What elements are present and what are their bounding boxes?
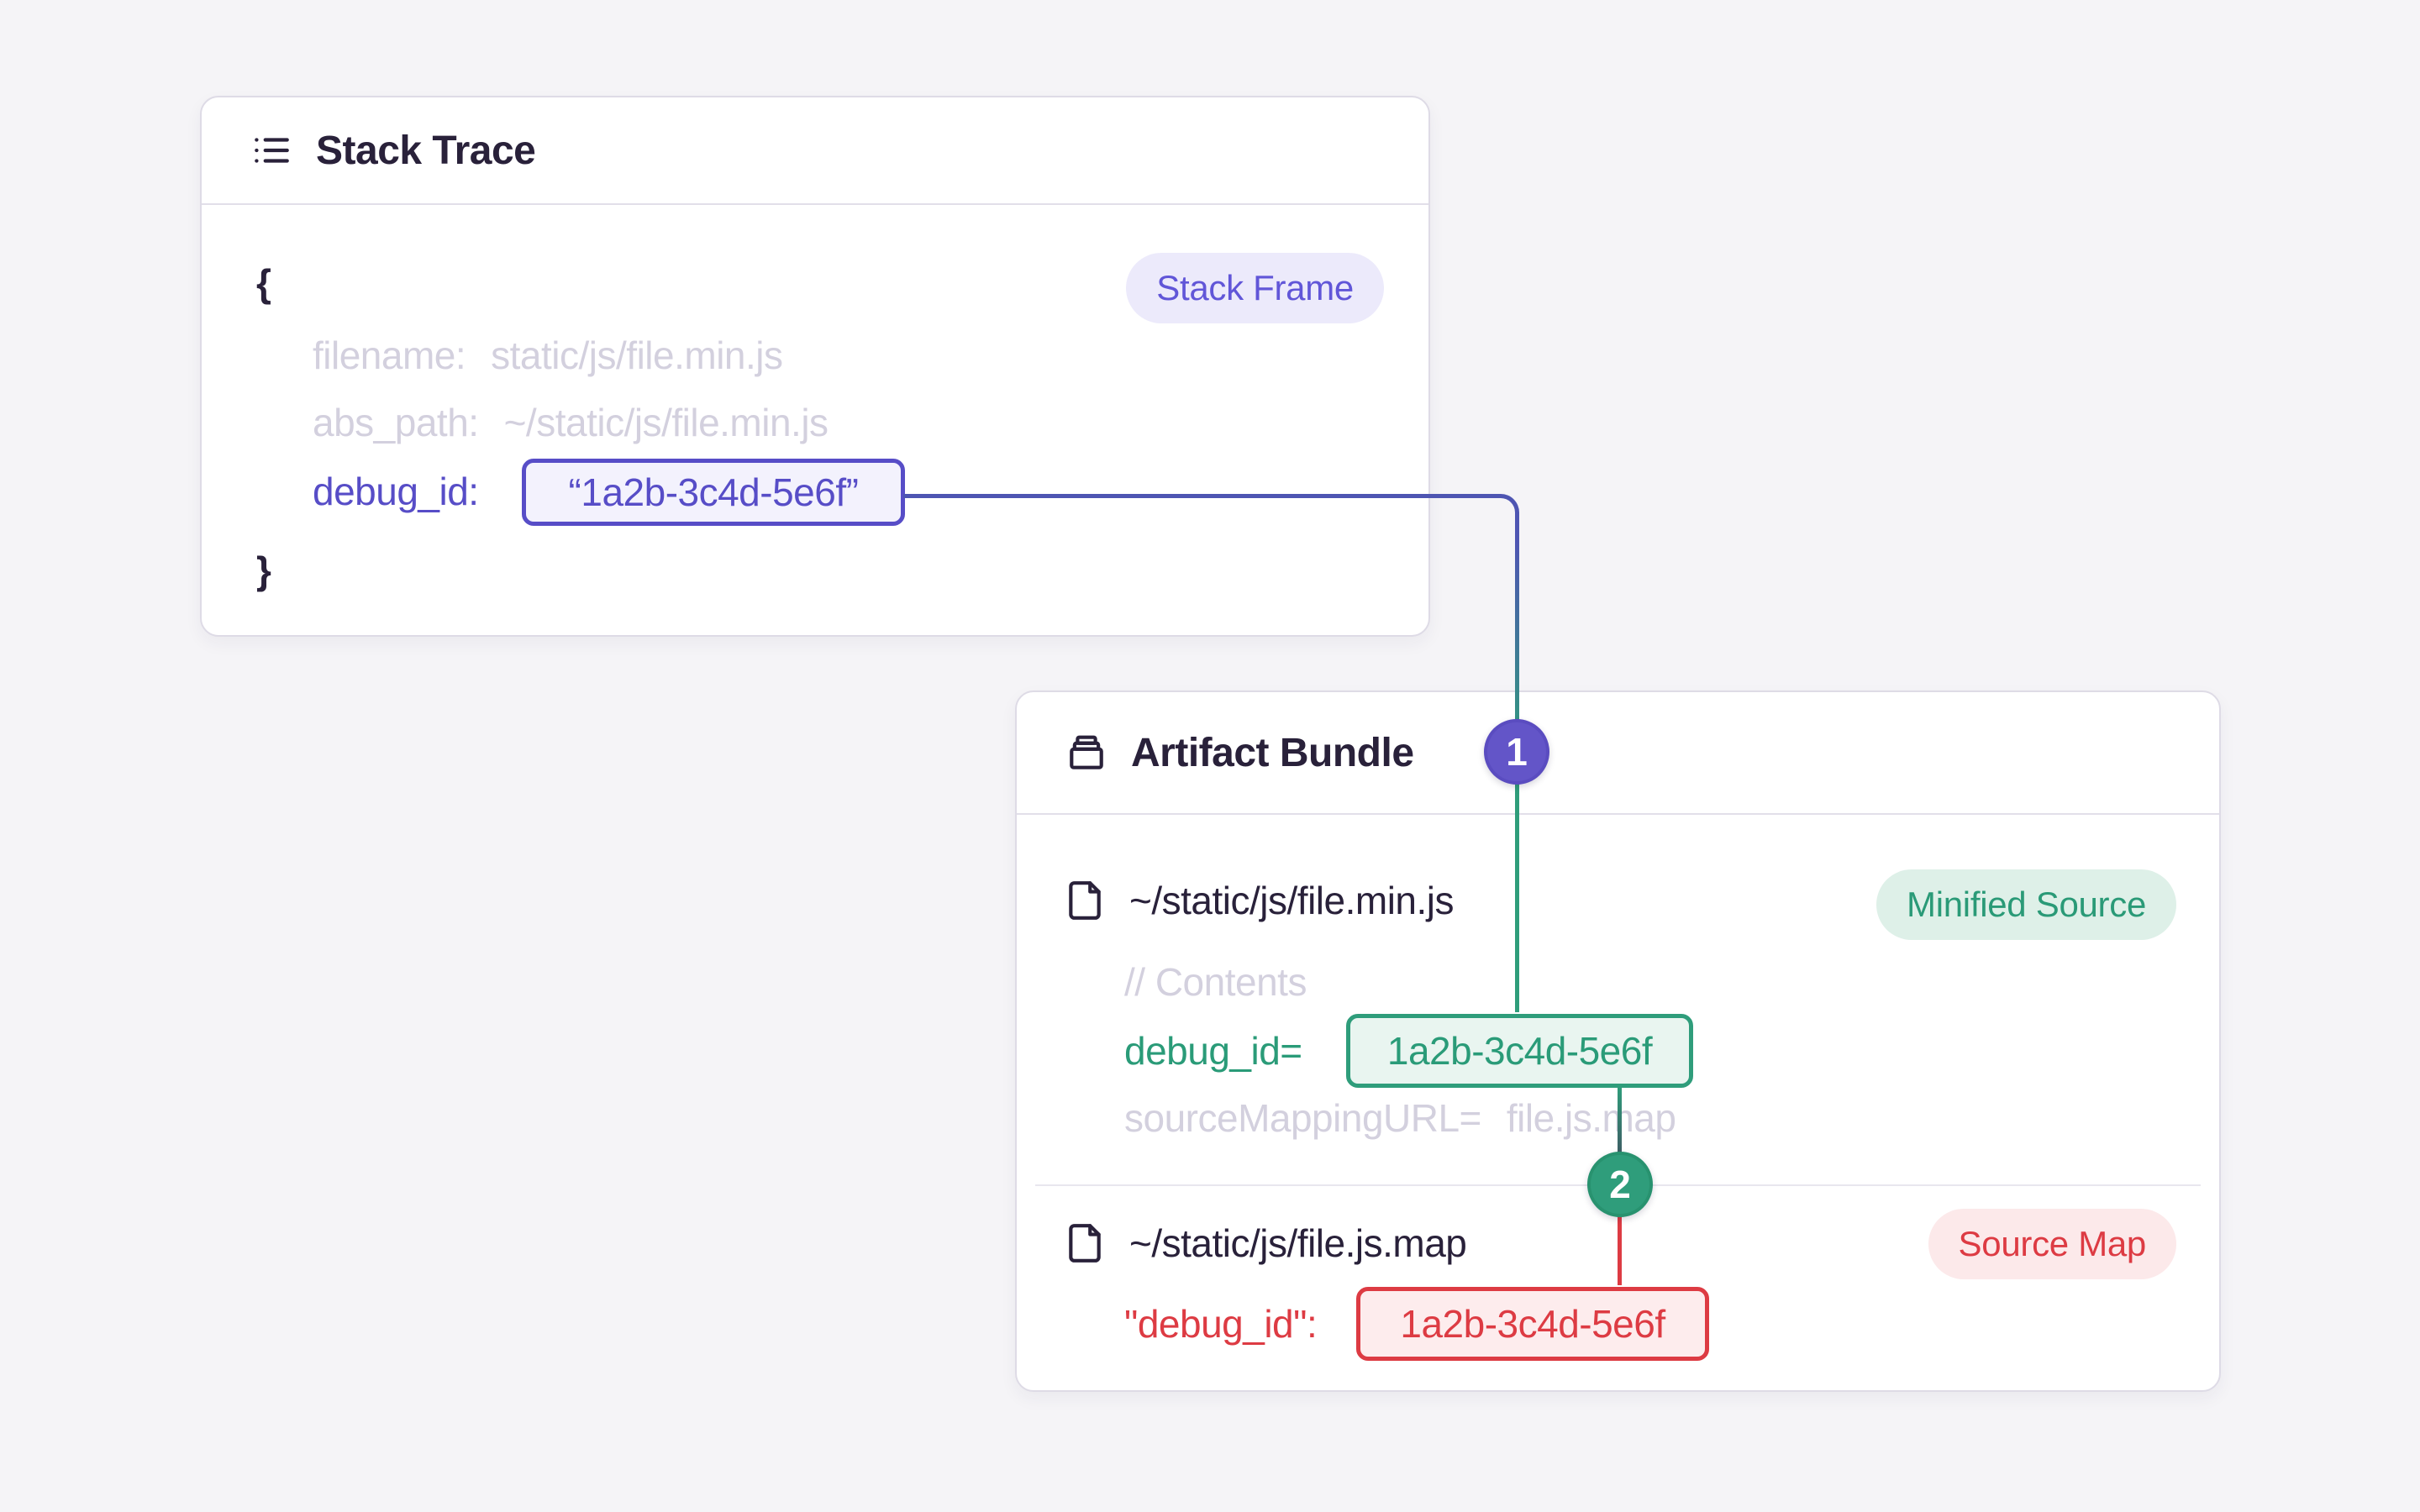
abs-path-key: abs_path:	[313, 401, 479, 444]
artifact-bundle-header: Artifact Bundle	[1017, 692, 2219, 815]
sourcemap-debug-key-row: "debug_id":	[1124, 1301, 1318, 1347]
abs-path-value: ~/static/js/file.min.js	[503, 401, 829, 444]
sourcemap-debug-value: 1a2b-3c4d-5e6f	[1400, 1302, 1665, 1346]
source-mapping-row: sourceMappingURL= file.js.map	[1124, 1095, 1676, 1141]
connector-step2-to-sourcemap	[1618, 1184, 1622, 1285]
minified-debug-key: debug_id=	[1124, 1029, 1302, 1073]
contents-comment: // Contents	[1124, 960, 1307, 1004]
contents-comment-row: // Contents	[1124, 959, 1307, 1005]
stack-trace-header: Stack Trace	[202, 97, 1428, 205]
filename-key: filename:	[313, 333, 466, 377]
sourcemap-debug-key: "debug_id":	[1124, 1302, 1318, 1346]
step-2-marker: 2	[1587, 1152, 1653, 1217]
minified-debug-value: 1a2b-3c4d-5e6f	[1386, 1029, 1653, 1073]
step-2-number: 2	[1609, 1163, 1631, 1206]
minified-file-row: ~/static/js/file.min.js	[1064, 878, 1455, 923]
json-open-brace: {	[256, 261, 271, 305]
filename-row: filename: static/js/file.min.js	[313, 333, 783, 378]
file-icon	[1069, 881, 1101, 920]
stack-trace-title: Stack Trace	[316, 128, 536, 173]
sourcemap-file-path: ~/static/js/file.js.map	[1129, 1221, 1467, 1265]
list-icon	[255, 138, 289, 163]
json-close-brace: }	[256, 549, 271, 592]
artifact-bundle-title: Artifact Bundle	[1131, 730, 1414, 775]
artifact-bundle-card: Artifact Bundle ~/static/js/file.min.js …	[1015, 690, 2221, 1392]
step-1-number: 1	[1506, 730, 1528, 774]
minified-debug-value-box: 1a2b-3c4d-5e6f	[1346, 1014, 1693, 1088]
source-mapping-key: sourceMappingURL=	[1124, 1096, 1481, 1140]
source-map-badge: Source Map	[1928, 1209, 2176, 1279]
source-mapping-value: file.js.map	[1506, 1096, 1676, 1140]
abs-path-row: abs_path: ~/static/js/file.min.js	[313, 400, 829, 445]
connector-box-to-step2	[1618, 1086, 1622, 1184]
minified-debug-key-row: debug_id=	[1124, 1028, 1302, 1074]
stack-trace-card: Stack Trace { Stack Frame filename: stati…	[200, 96, 1430, 637]
sourcemap-debug-value-box: 1a2b-3c4d-5e6f	[1356, 1287, 1709, 1361]
connector-debugid-elbow	[903, 494, 1519, 544]
debug-id-key: debug_id:	[313, 470, 479, 513]
stack-frame-badge: Stack Frame	[1126, 253, 1384, 323]
debug-id-value: “1a2b-3c4d-5e6f”	[568, 470, 859, 514]
file-icon	[1069, 1224, 1101, 1263]
sourcemap-file-row: ~/static/js/file.js.map	[1064, 1221, 1467, 1266]
archive-icon	[1070, 735, 1103, 769]
minified-source-badge: Minified Source	[1876, 869, 2176, 940]
minified-file-path: ~/static/js/file.min.js	[1129, 879, 1455, 922]
debug-id-key-row: debug_id:	[313, 469, 479, 514]
debug-id-value-box: “1a2b-3c4d-5e6f”	[522, 459, 905, 526]
filename-value: static/js/file.min.js	[491, 333, 783, 377]
step-1-marker: 1	[1484, 719, 1549, 785]
